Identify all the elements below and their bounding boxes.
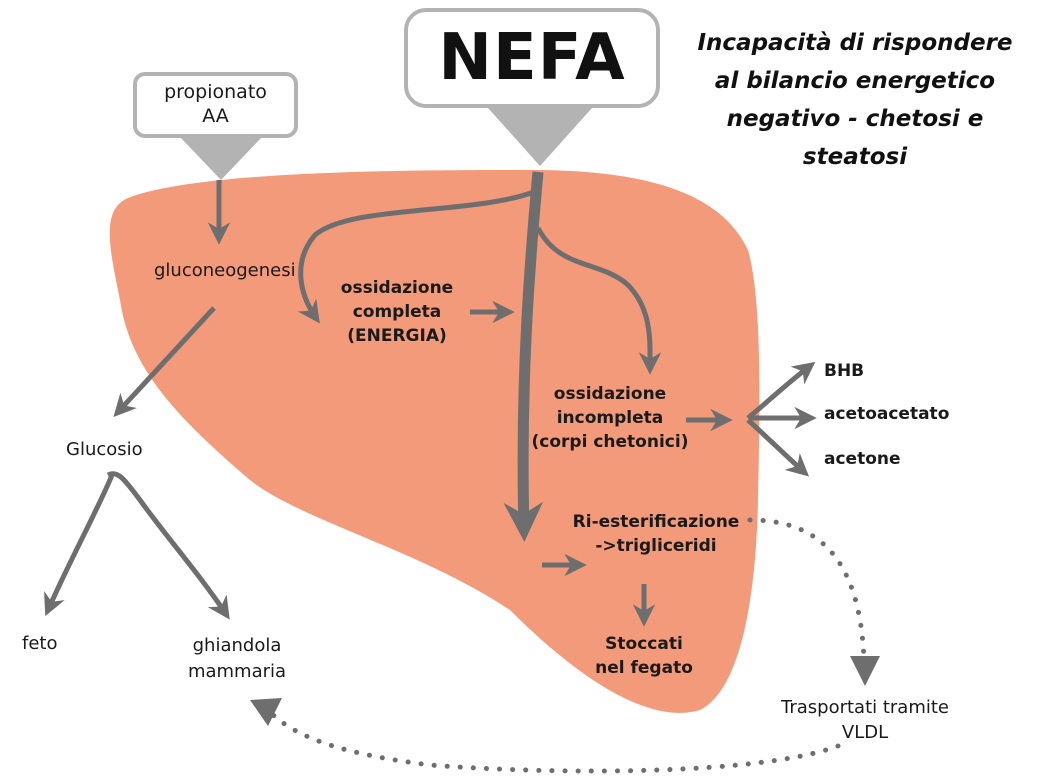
- side-note: Incapacità di rispondere al bilancio ene…: [697, 30, 1013, 170]
- vldl-arrowhead: [850, 656, 880, 686]
- nefa-pointer: [488, 108, 592, 166]
- arrow-nefa-incomplete-oxidation: [535, 226, 662, 375]
- nefa-box: NEFA: [404, 8, 660, 108]
- arrow-gluconeogenesis-glucose: [113, 306, 216, 417]
- propionate-label: propionato: [164, 81, 267, 104]
- stored-in-liver-label: Stoccati nel fegato: [595, 634, 693, 678]
- mammary-gland-label: ghiandola mammaria: [187, 635, 287, 682]
- liver-shape: [109, 170, 760, 713]
- reesterification-label: Ri-esterificazione ->trigliceridi: [572, 512, 740, 556]
- complete-oxidation-label: ossidazione completa (ENERGIA): [340, 278, 454, 346]
- arrow-ketone-acetone: [746, 418, 810, 477]
- ketone-bhb-label: BHB: [824, 361, 865, 381]
- fetus-label: feto: [22, 633, 58, 654]
- dotted-arrow-to-vldl: [747, 517, 867, 663]
- propionate-box: propionato AA: [133, 72, 298, 138]
- amino-acids-label: AA: [202, 105, 229, 127]
- arrow-glucose-mammary: [106, 471, 230, 620]
- propionate-pointer: [180, 137, 262, 180]
- arrow-nefa-complete-oxidation: [297, 189, 535, 324]
- glucose-label: Glucosio: [66, 439, 143, 460]
- arrow-ketone-bhb: [746, 361, 816, 420]
- gluconeogenesis-label: gluconeogenesi: [154, 260, 296, 281]
- mammary-arrowhead: [250, 698, 282, 726]
- arrow-glucose-fetus: [44, 474, 115, 617]
- incomplete-oxidation-label: ossidazione incompleta (corpi chetonici): [531, 384, 689, 452]
- ketone-acetone-label: acetone: [824, 449, 901, 469]
- arrow-nefa-main: [503, 171, 544, 542]
- nefa-label: NEFA: [438, 21, 626, 95]
- ketone-acetoacetate-label: acetoacetato: [824, 404, 950, 424]
- vldl-transport-label: Trasportati tramite VLDL: [780, 697, 950, 743]
- dotted-arrow-to-mammary: [269, 711, 841, 774]
